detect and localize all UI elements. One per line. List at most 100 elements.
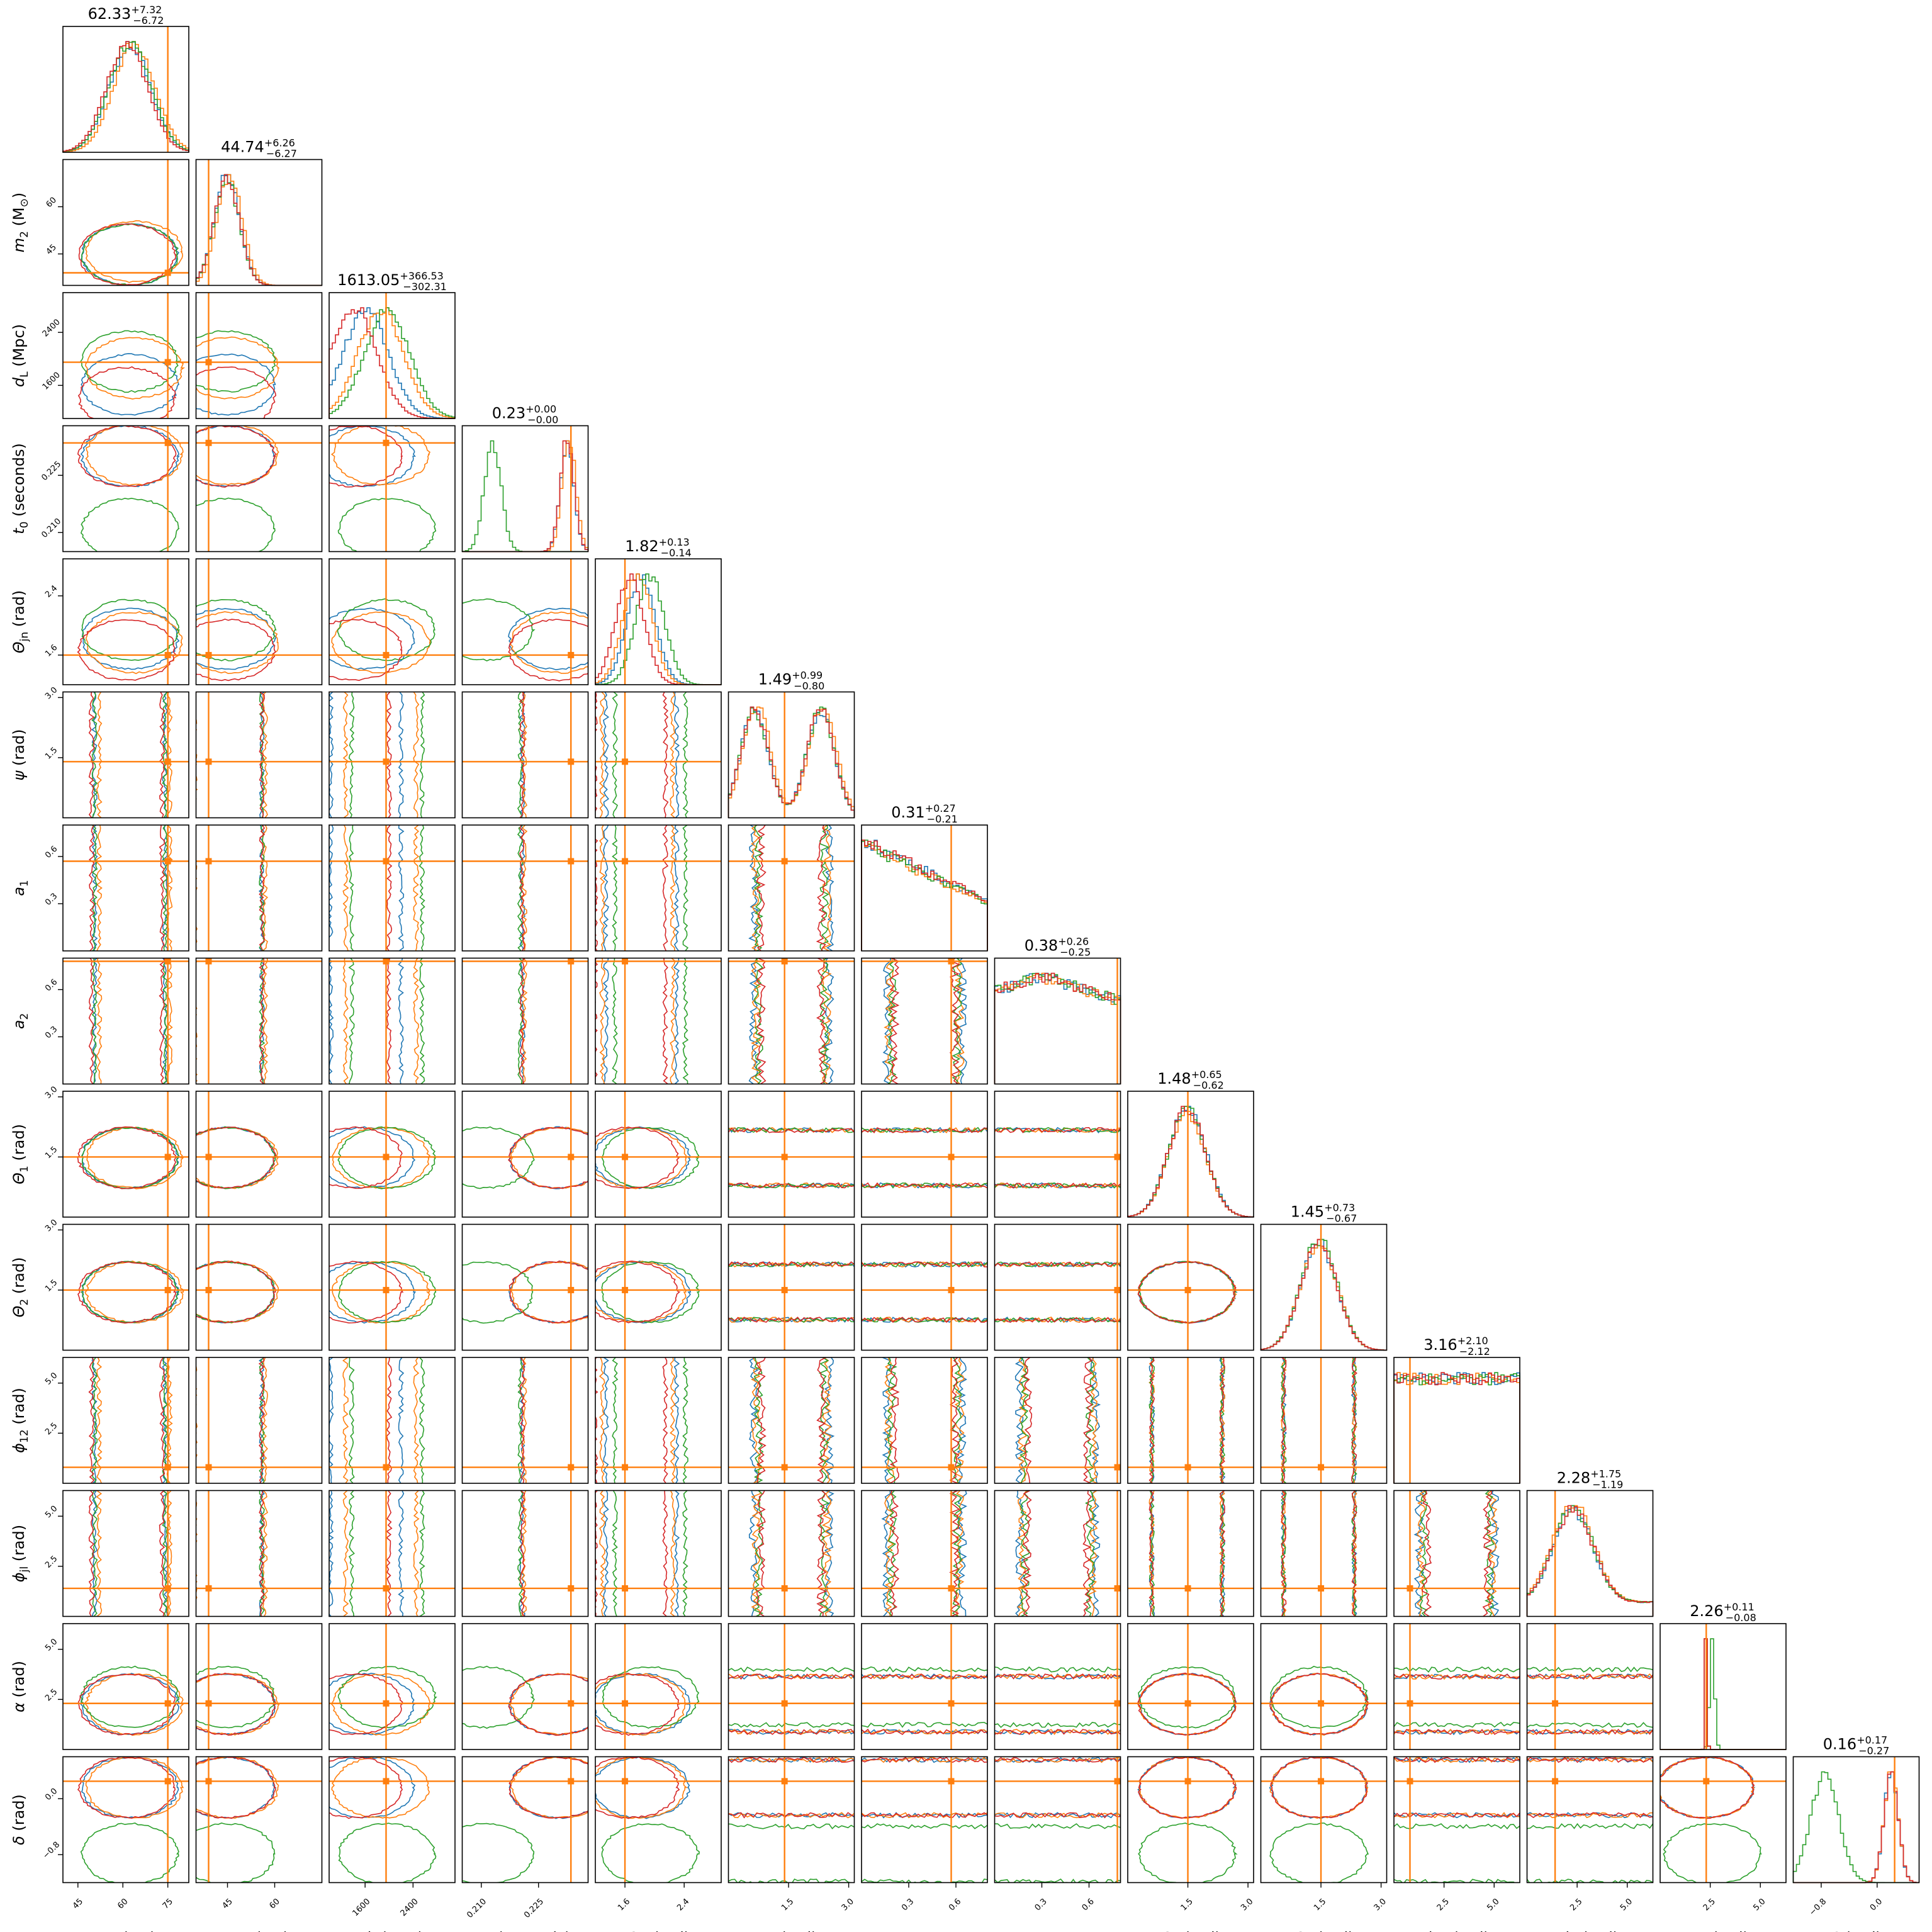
panel-frame [62, 159, 189, 286]
contour-green [1663, 1823, 1762, 1883]
panel-frame [727, 824, 855, 952]
contour-green [1270, 1666, 1369, 1729]
contour-green [462, 1822, 535, 1883]
truth-marker [205, 1585, 212, 1592]
contour-blue [1014, 1490, 1025, 1617]
contour-red [77, 619, 176, 681]
contour-orange [342, 825, 349, 951]
truth-marker [205, 958, 212, 965]
contour-blue [603, 1490, 609, 1617]
contour-panel-phijl-vs-a2 [994, 1490, 1121, 1617]
contour-red [1281, 1490, 1287, 1617]
contour-red [77, 1261, 176, 1324]
contour-green [612, 825, 618, 951]
hist-panel-m1: 62.33+7.32−6.72 [62, 4, 189, 153]
contour-panel-thetajn-vs-m1 [62, 558, 189, 685]
contour-orange [994, 1182, 1121, 1189]
contour-red [1149, 1490, 1155, 1617]
panel-frame [62, 824, 189, 952]
contour-green [447, 692, 452, 818]
contour-green [994, 1823, 1121, 1829]
contour-panel-delta-vs-psi [727, 1756, 855, 1884]
contour-red [728, 1317, 855, 1323]
contour-red [159, 1357, 166, 1483]
contour-panel-theta1-vs-m2 [195, 1091, 323, 1218]
title-plus: +0.99 [792, 670, 823, 682]
contour-orange [262, 1357, 268, 1483]
truth-marker [164, 1464, 171, 1471]
contour-green [447, 825, 452, 951]
contour-blue [957, 958, 967, 1084]
contour-blue [196, 608, 276, 670]
panel-frame [727, 1357, 855, 1484]
contour-orange [196, 336, 280, 400]
contour-green [337, 498, 437, 552]
truth-marker [1114, 1464, 1121, 1471]
contour-panel-alpha-vs-thetajn [595, 1623, 722, 1750]
contour-green [862, 1182, 987, 1189]
truth-marker [1114, 1154, 1121, 1160]
contour-orange [862, 1756, 987, 1763]
contour-red [259, 1490, 265, 1617]
contour-panel-theta1-vs-dL [329, 1091, 456, 1218]
contour-panel-delta-vs-theta2 [1260, 1756, 1388, 1884]
contour-green [81, 1261, 179, 1323]
panel-frame [861, 824, 988, 952]
contour-orange [599, 958, 605, 1084]
contour-green [1484, 1490, 1495, 1617]
panel-frame [62, 1357, 189, 1484]
panel-frame [329, 1091, 456, 1218]
hist-red [994, 972, 1121, 1084]
contour-orange [332, 1261, 430, 1324]
truth-marker [622, 1700, 629, 1707]
title-plus: +0.13 [659, 536, 690, 548]
contour-green [612, 692, 618, 818]
contour-red [816, 958, 826, 1084]
contour-green [418, 692, 425, 818]
truth-marker [1318, 1464, 1325, 1471]
title-a2: 0.38+0.26−0.25 [1025, 936, 1091, 958]
contour-orange [342, 1357, 349, 1483]
contour-panel-a2-vs-psi [727, 957, 855, 1085]
contour-red [889, 1357, 900, 1483]
contour-green [1527, 1666, 1653, 1673]
contour-green [994, 1317, 1121, 1323]
contour-green [91, 825, 98, 951]
contour-orange [592, 958, 597, 1084]
panel-frame [1127, 1223, 1254, 1351]
contour-green [462, 598, 536, 661]
title-minus: −6.27 [266, 148, 297, 160]
hist-green [62, 41, 189, 152]
truth-marker [568, 651, 575, 658]
panel-frame [595, 1223, 722, 1351]
contour-orange [196, 425, 279, 485]
contour-orange [96, 958, 103, 1084]
panel-frame [727, 1091, 855, 1218]
contour-green [819, 958, 830, 1084]
contour-red [949, 958, 960, 1084]
contour-red [259, 825, 266, 951]
panel-frame [994, 1623, 1121, 1750]
contour-blue [329, 692, 334, 818]
contour-red [196, 618, 276, 682]
y-axis-label-a1: a1 [10, 880, 31, 896]
contour-red [756, 1357, 767, 1483]
contour-green [728, 1823, 855, 1829]
contour-red [590, 825, 595, 951]
contour-red [329, 425, 403, 488]
panel-frame [195, 691, 323, 819]
contour-red [316, 958, 321, 1084]
contour-orange [342, 958, 349, 1084]
y-axis-label-dL: dL (Mpc) [10, 324, 31, 387]
title-plus: +0.26 [1058, 936, 1089, 948]
contour-red [329, 1756, 403, 1819]
contour-red [159, 958, 166, 1084]
x-tick-label: 1.6 [616, 1897, 632, 1912]
truth-marker [781, 858, 788, 865]
contour-green [1351, 1357, 1357, 1483]
contour-green [418, 1490, 425, 1617]
contour-red [728, 1729, 855, 1735]
contour-blue [162, 1357, 168, 1483]
truth-marker [622, 1585, 629, 1592]
hist-panel-phijl: 2.28+1.75−1.19 [1526, 1468, 1654, 1617]
